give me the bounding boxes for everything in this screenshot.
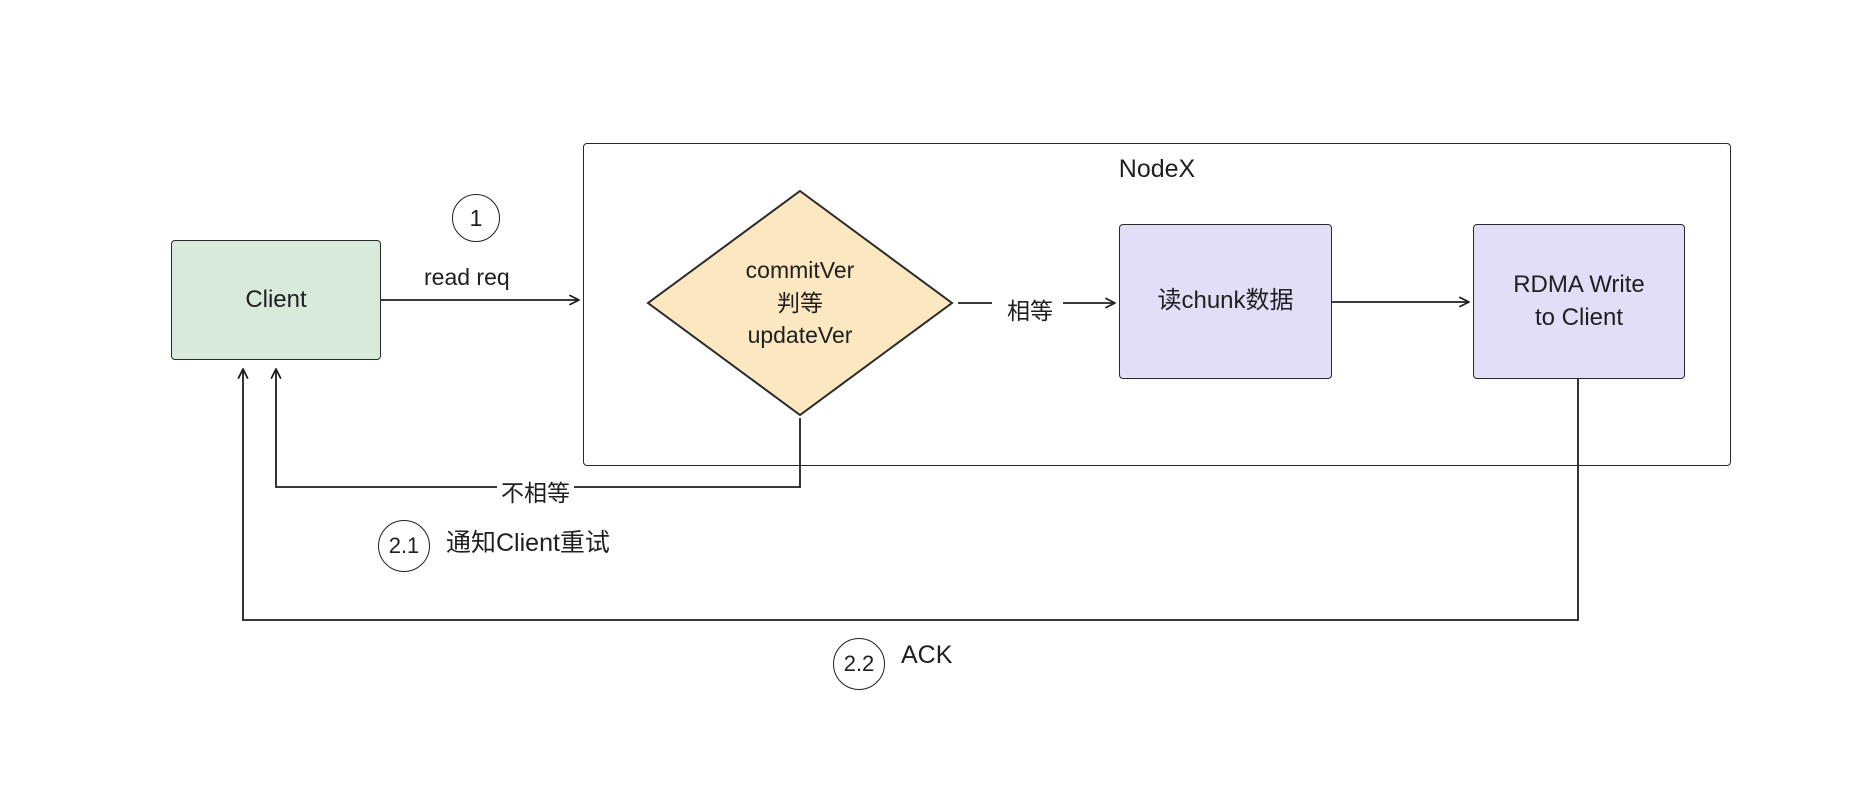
decision-label-line-1: commitVer [745,257,855,284]
read-chunk-label: 读chunk数据 [1157,287,1294,315]
commitver-decision-node[interactable]: commitVer 判等 updateVer [645,188,955,418]
client-node[interactable]: Client [171,240,381,360]
edge-label-read-req: read req [420,264,514,291]
edge-label-not-equal: 不相等 [497,474,574,508]
step-badge-1: 1 [452,194,500,242]
step-badge-2-1: 2.1 [378,520,430,572]
rdma-write-line-2: to Client [1534,303,1624,331]
decision-label-line-2: 判等 [777,289,823,316]
commitver-decision-label: commitVer 判等 updateVer [645,254,955,352]
edge-label-ack: ACK [897,641,957,670]
nodex-title: NodeX [1118,155,1196,183]
decision-label-line-3: updateVer [747,322,853,349]
nodex-container [583,143,1731,466]
edge-label-equal: 相等 [1003,292,1057,326]
diamond-shape [646,189,954,417]
read-chunk-node[interactable]: 读chunk数据 [1119,224,1332,379]
step-badge-2-2: 2.2 [833,638,885,690]
client-node-label: Client [245,285,307,313]
rdma-write-node[interactable]: RDMA Write to Client [1473,224,1685,379]
rdma-write-label: RDMA Write to Client [1513,269,1645,334]
rdma-write-line-1: RDMA Write [1513,271,1645,299]
edge-label-notify-retry: 通知Client重试 [442,523,614,559]
